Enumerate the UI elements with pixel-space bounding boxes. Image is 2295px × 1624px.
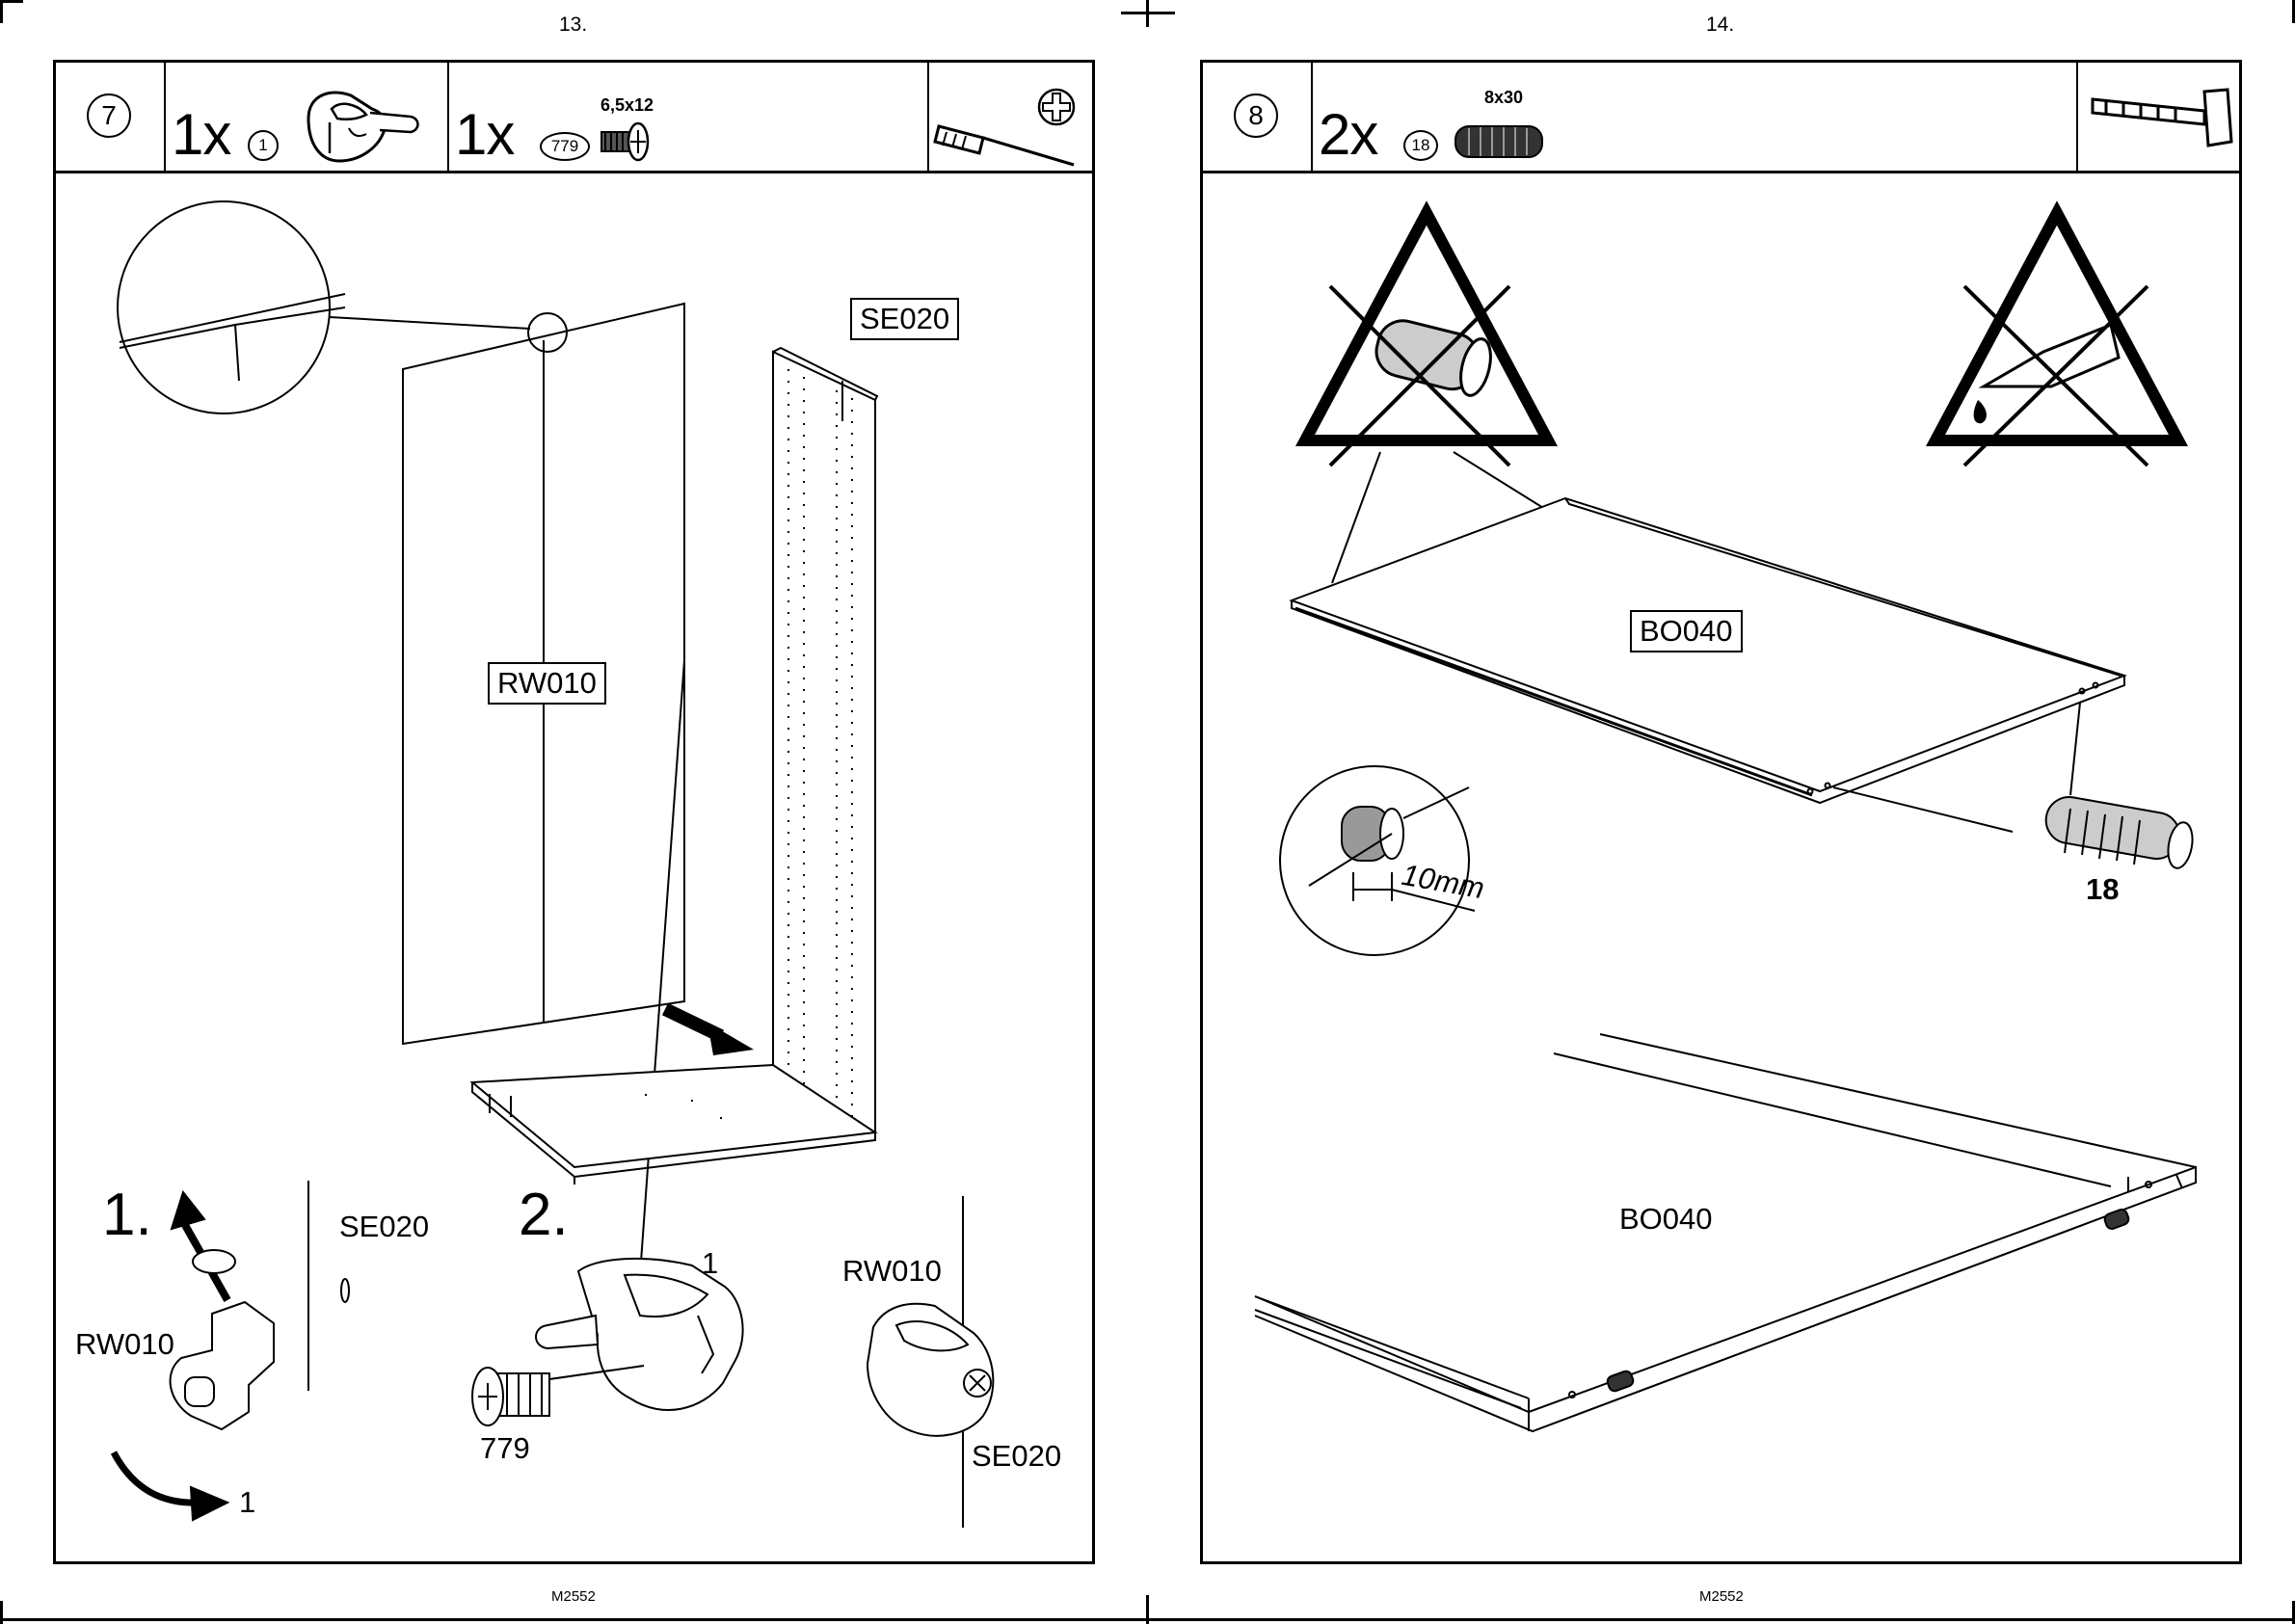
detail-label: 1 — [239, 1485, 255, 1520]
shelf-top-label: BO040 — [1630, 610, 1743, 652]
detail-label: RW010 — [842, 1254, 942, 1289]
bottom-rule — [0, 1618, 2295, 1621]
step-7-panel: 7 1x 1 1x 779 6,5x12 — [53, 60, 1095, 1564]
step-7-illustration — [56, 63, 1098, 1567]
detail-label: SE020 — [972, 1439, 1061, 1474]
page-number-right: 14. — [1706, 13, 1734, 37]
dowel-part-label: 18 — [2086, 872, 2119, 907]
side-panel-label: SE020 — [850, 298, 959, 340]
step-8-illustration — [1203, 63, 2245, 1567]
dowel-drawing — [2042, 793, 2196, 870]
shelf-bottom-drawing — [1255, 1034, 2196, 1431]
no-hammer-on-dowel-warning-icon — [1305, 213, 1548, 466]
detail-label: 1 — [702, 1246, 718, 1281]
footer-code-right: M2552 — [1699, 1588, 1744, 1605]
detail-label: RW010 — [75, 1327, 174, 1362]
detail-2-drawing — [472, 1259, 743, 1425]
measurement-detail-drawing — [1280, 766, 1475, 955]
crop-mark — [1121, 12, 1175, 14]
page-number-left: 13. — [559, 13, 587, 37]
shelf-bottom-label: BO040 — [1619, 1202, 1713, 1237]
detail-label: SE020 — [339, 1210, 429, 1244]
detail-label: 779 — [480, 1431, 530, 1466]
detail-3-drawing — [867, 1196, 993, 1528]
footer-code-left: M2552 — [551, 1588, 596, 1605]
crop-mark — [0, 0, 23, 3]
no-glue-warning-icon — [1935, 213, 2178, 466]
back-panel-label: RW010 — [488, 662, 606, 705]
step-8-panel: 8 2x 18 8x30 — [1200, 60, 2242, 1564]
crop-mark — [0, 0, 3, 23]
sub-step-2: 2. — [519, 1181, 569, 1249]
sub-step-1: 1. — [102, 1181, 152, 1249]
